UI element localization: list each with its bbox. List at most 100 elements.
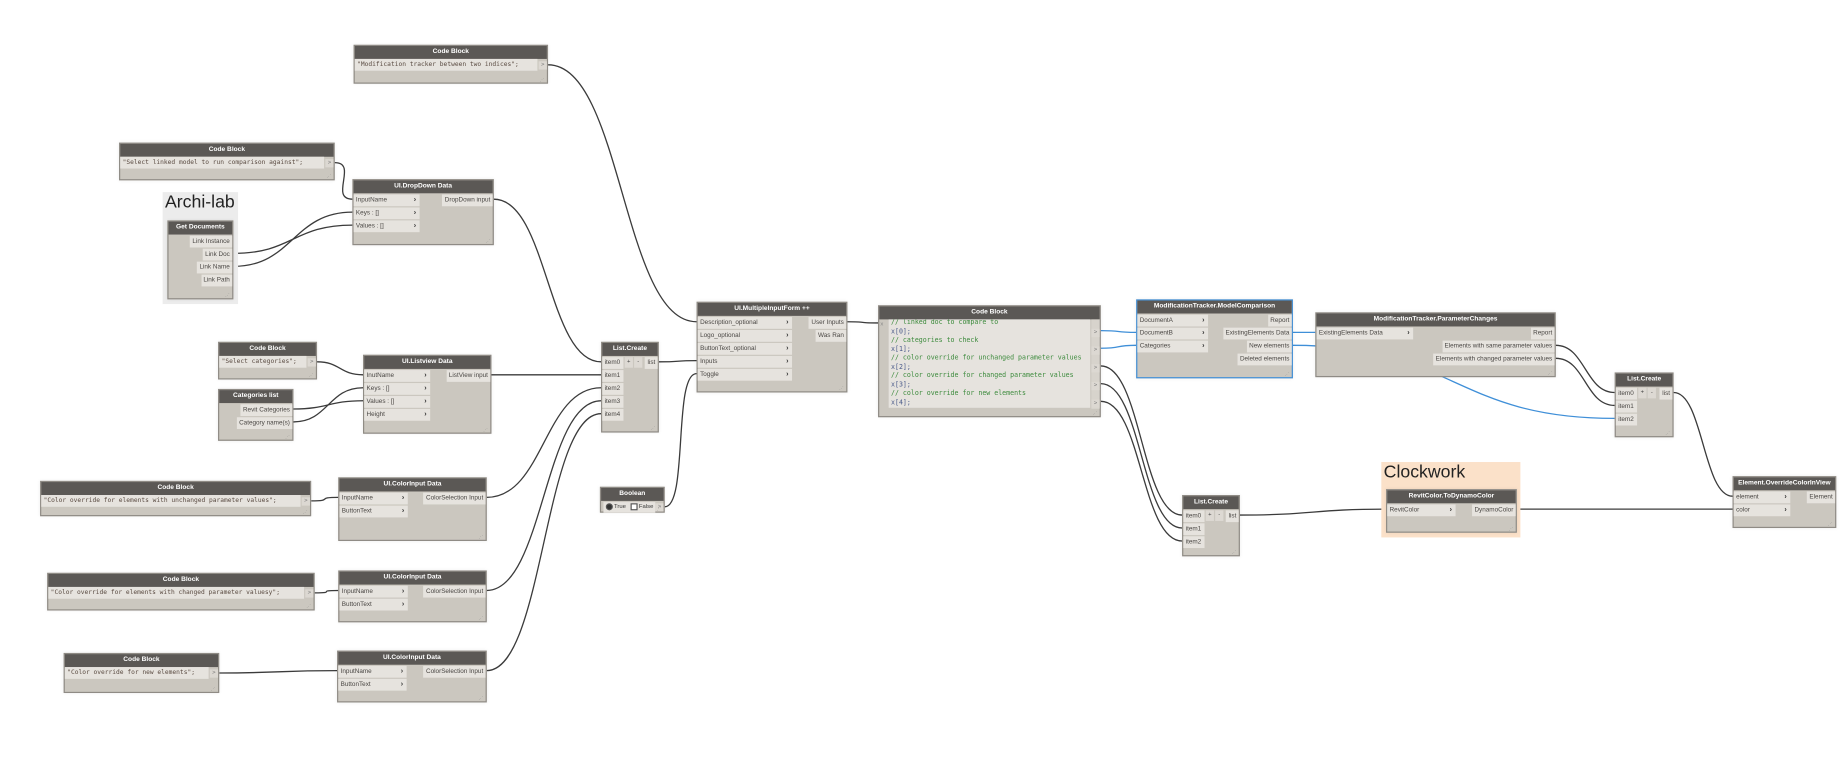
- add-input-button[interactable]: +: [1205, 510, 1214, 521]
- resize-handle-icon[interactable]: ⋰: [650, 425, 656, 432]
- output-port[interactable]: >: [325, 159, 334, 168]
- node-ui-multipleinputform[interactable]: UI.MultipleInputForm ++Description_optio…: [696, 301, 848, 393]
- resize-handle-icon[interactable]: ⋰: [326, 173, 332, 180]
- input-port-item2[interactable]: item2: [1183, 536, 1205, 549]
- input-port-description-optional[interactable]: Description_optional›: [697, 317, 793, 329]
- connector-wire[interactable]: [1100, 329, 1137, 334]
- input-port-toggle[interactable]: Toggle›: [697, 368, 793, 381]
- input-port-inutname[interactable]: InutName›: [364, 370, 431, 382]
- input-port-item2[interactable]: item2: [1615, 413, 1638, 426]
- input-port-inputname[interactable]: InputName›: [339, 585, 408, 598]
- resize-handle-icon[interactable]: ⋰: [1828, 520, 1833, 527]
- connector-wire[interactable]: [664, 372, 697, 508]
- remove-input-button[interactable]: -: [634, 357, 643, 368]
- input-port-item2[interactable]: item2: [602, 383, 624, 395]
- output-port-colorselection-input[interactable]: ColorSelection Input: [423, 585, 486, 598]
- output-port-list[interactable]: list: [1659, 387, 1673, 400]
- output-port-deleted-elements[interactable]: Deleted elements: [1237, 353, 1292, 366]
- add-input-button[interactable]: +: [624, 357, 633, 368]
- code-text[interactable]: "Modification tracker between two indice…: [354, 58, 538, 71]
- connector-wire[interactable]: [233, 211, 353, 268]
- radio-false[interactable]: [630, 502, 638, 510]
- connector-wire[interactable]: [219, 669, 338, 674]
- output-port-list[interactable]: list: [645, 357, 658, 369]
- input-port-inputs[interactable]: Inputs›: [697, 355, 793, 368]
- remove-input-button[interactable]: -: [1215, 510, 1224, 521]
- code-text[interactable]: "Select linked model to run comparison a…: [120, 156, 325, 169]
- node-code-block[interactable]: Code Block"Modification tracker between …: [353, 44, 549, 84]
- input-port-documenta[interactable]: DocumentA›: [1137, 314, 1209, 327]
- input-port-buttontext[interactable]: ButtonText›: [339, 505, 408, 518]
- resize-handle-icon[interactable]: ⋰: [210, 685, 216, 692]
- node-code-block[interactable]: Code Block"Select categories";>⋰: [218, 341, 318, 380]
- output-port[interactable]: >: [1091, 345, 1100, 355]
- input-port-item1[interactable]: item1: [1183, 523, 1205, 536]
- output-port-existingelements-data[interactable]: ExistingElements Data: [1223, 327, 1292, 340]
- input-port-keys-[interactable]: Keys : []›: [364, 383, 431, 395]
- output-port-link-path[interactable]: Link Path: [200, 274, 233, 287]
- input-port-revitcolor[interactable]: RevitColor›: [1387, 504, 1456, 517]
- input-port-inputname[interactable]: InputName›: [339, 492, 408, 505]
- add-input-button[interactable]: +: [1638, 387, 1647, 399]
- output-port-element[interactable]: Element: [1807, 491, 1836, 504]
- resize-handle-icon[interactable]: ⋰: [308, 372, 314, 379]
- connector-wire[interactable]: [658, 360, 697, 363]
- output-port-list[interactable]: list: [1226, 510, 1239, 523]
- output-port[interactable]: >: [301, 497, 310, 506]
- code-text[interactable]: "Color override for new elements";: [64, 667, 209, 679]
- remove-input-button[interactable]: -: [1647, 387, 1656, 399]
- connector-wire[interactable]: [486, 400, 602, 592]
- input-port-item3[interactable]: item3: [602, 396, 624, 408]
- node-code-block[interactable]: Code Block"Color override for elements w…: [47, 572, 315, 611]
- resize-handle-icon[interactable]: ⋰: [485, 238, 491, 244]
- connector-wire[interactable]: [311, 496, 339, 502]
- connector-wire[interactable]: [1100, 400, 1183, 542]
- input-port-values-[interactable]: Values : []›: [364, 396, 431, 408]
- connector-wire[interactable]: [493, 198, 602, 363]
- output-port[interactable]: >: [1091, 381, 1100, 390]
- output-port-new-elements[interactable]: New elements: [1246, 340, 1292, 353]
- input-port-buttontext[interactable]: ButtonText›: [339, 598, 408, 611]
- resize-handle-icon[interactable]: ⋰: [225, 292, 230, 299]
- connector-wire[interactable]: [548, 64, 697, 323]
- input-port-x[interactable]: x: [880, 320, 884, 328]
- input-port-categories[interactable]: Categories›: [1137, 340, 1209, 353]
- output-port[interactable]: >: [538, 61, 547, 70]
- output-port-was-ran[interactable]: Was Ran: [815, 330, 847, 342]
- output-port-dynamocolor[interactable]: DynamoColor: [1472, 504, 1516, 517]
- connector-wire[interactable]: [1239, 508, 1387, 516]
- output-port-elements-with-same-parameter-values[interactable]: Elements with same parameter values: [1442, 340, 1555, 353]
- output-port[interactable]: >: [1091, 363, 1100, 372]
- output-port-elements-with-changed-parameter-values[interactable]: Elements with changed parameter values: [1433, 353, 1555, 366]
- input-port-inputname[interactable]: InputName›: [338, 665, 407, 678]
- input-port-logo-optional[interactable]: Logo_optional›: [697, 330, 793, 342]
- input-port-element[interactable]: element›: [1733, 491, 1791, 504]
- resize-handle-icon[interactable]: ⋰: [302, 509, 308, 516]
- connector-wire[interactable]: [293, 387, 364, 423]
- connector-wire[interactable]: [486, 387, 602, 499]
- connector-wire[interactable]: [486, 413, 602, 672]
- output-port[interactable]: >: [209, 669, 219, 678]
- input-port-item1[interactable]: item1: [1615, 400, 1638, 413]
- connector-wire[interactable]: [1673, 391, 1733, 497]
- resize-handle-icon[interactable]: ⋰: [306, 603, 312, 610]
- input-port-documentb[interactable]: DocumentB›: [1137, 327, 1209, 340]
- connector-wire[interactable]: [1555, 357, 1615, 407]
- node-code-block[interactable]: Code Block"Select linked model to run co…: [119, 142, 335, 181]
- connector-wire[interactable]: [1100, 382, 1183, 529]
- code-text[interactable]: "Color override for elements with change…: [48, 586, 305, 599]
- output-port[interactable]: >: [655, 503, 664, 512]
- output-port-colorselection-input[interactable]: ColorSelection Input: [423, 492, 486, 505]
- output-port-user-inputs[interactable]: User Inputs: [809, 317, 847, 329]
- connector-wire[interactable]: [334, 161, 353, 200]
